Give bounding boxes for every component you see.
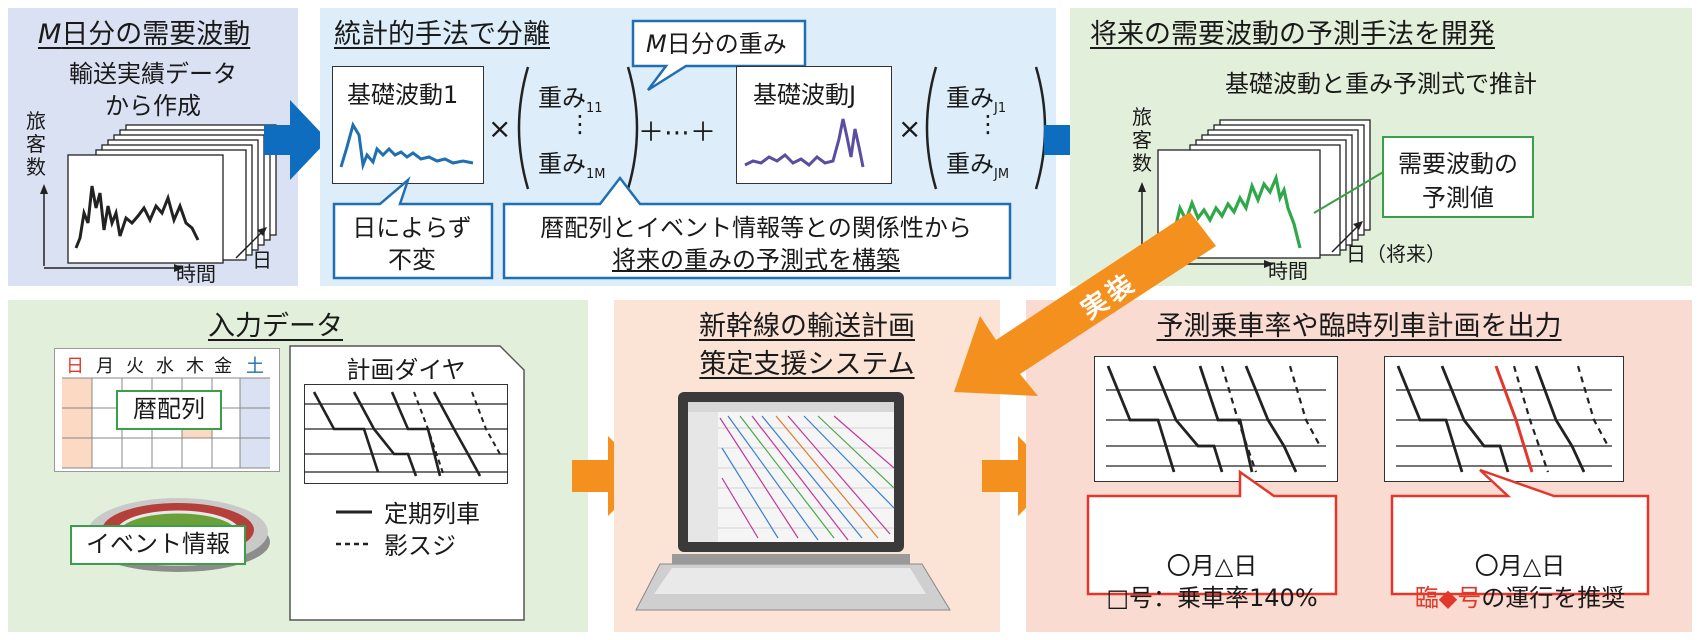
output-callout-2-shape: [1390, 468, 1650, 596]
panel3-stacked-graphs: [1138, 119, 1391, 268]
plus-ellipsis: ＋⋯＋: [638, 118, 717, 148]
panel6-title: 予測乗車率や臨時列車計画を出力: [1156, 311, 1562, 342]
recommended-train-label: 臨◆号: [1414, 584, 1482, 612]
panel2-title: 統計的手法で分離: [334, 19, 550, 50]
invariant-callout-shape: [332, 176, 494, 280]
panel-historical-demand: M日分の需要波動 輸送実績データ から作成 旅客数 時間 日: [8, 8, 298, 286]
forecast-callout-line-1: 需要波動の: [1398, 150, 1518, 178]
panel1-y-axis-label: 旅客数: [26, 109, 46, 179]
output-2-line-2: 臨◆号の運行を推奨: [1392, 578, 1648, 613]
calendar-day-mon: 月: [96, 356, 114, 377]
legend-regular-line: [336, 510, 372, 514]
basis-wave-j-curve: [744, 118, 865, 168]
legend-regular-label: 定期列車: [384, 500, 480, 528]
panel1-title: M日分の需要波動: [38, 12, 250, 51]
title-italic-m: M: [38, 19, 62, 50]
calendar-day-tue: 火: [126, 356, 144, 377]
basis-wave-1-curve: [339, 121, 474, 171]
panel5-title-line-2: 策定支援システム: [699, 349, 915, 380]
calendar-day-thu: 木: [186, 356, 204, 377]
panel-statistical-separation: 統計的手法で分離 M日分の重み 基礎波動1 × 重み11 ⋮ 重み1M ＋⋯＋ …: [320, 8, 1056, 286]
basis-wave-j-box: 基礎波動J: [736, 66, 892, 184]
output-2-line-1: 〇月△日: [1474, 552, 1566, 580]
panel1-subtitle-1: 輸送実績データ: [69, 60, 237, 88]
panel3-subtitle: 基礎波動と重み予測式で推計: [1225, 70, 1537, 98]
weight-callout-shape: [631, 19, 807, 92]
calendar-day-wed: 水: [156, 356, 174, 377]
output-diagram-2-lines: [1396, 365, 1612, 473]
panel-output: 予測乗車率や臨時列車計画を出力: [1026, 300, 1692, 632]
forecast-callout-line-2: 予測値: [1422, 184, 1494, 212]
panel-support-system: 新幹線の輸送計画 策定支援システム: [614, 300, 1000, 632]
forecast-callout: 需要波動の 予測値: [1382, 136, 1534, 218]
calendar-day-sun: 日: [66, 356, 84, 377]
weight-jm: 重みJM: [946, 150, 1010, 182]
invariant-line-1: 日によらず: [352, 214, 472, 242]
invariant-line-2: 不変: [388, 246, 436, 274]
timetable-title: 計画ダイヤ: [346, 356, 466, 384]
output-1-line-1: 〇月△日: [1166, 552, 1258, 580]
weight-11: 重み11: [538, 84, 603, 116]
arrow-right-orange-1: [572, 436, 648, 516]
panel1-depth-label: 日: [252, 248, 272, 272]
calendar-label: 暦配列: [116, 390, 222, 430]
basis-wave-1-box: 基礎波動1: [332, 66, 484, 184]
panel3-y-axis-label: 旅客数: [1132, 105, 1152, 175]
weight-j1: 重みJ1: [946, 84, 1007, 116]
basis-wave-1-label: 基礎波動1: [347, 81, 459, 109]
panel1-subtitle-2: から作成: [105, 92, 201, 120]
panel1-x-axis-label: 時間: [176, 262, 216, 286]
weight-1m: 重み1M: [538, 150, 606, 182]
timetable-lines: [304, 391, 508, 477]
arrow-right-orange-2: [982, 436, 1058, 516]
weight-vdots-1: ⋮: [568, 110, 592, 138]
panel4-title: 入力データ: [208, 311, 343, 342]
legend-shadow-label: 影スジ: [384, 532, 456, 560]
output-diagram-1-lines: [1106, 365, 1326, 473]
times-sign-j: ×: [898, 112, 922, 145]
title-rest: 日分の需要波動: [61, 19, 251, 50]
laptop-image: [635, 392, 951, 611]
calendar-day-fri: 金: [214, 356, 232, 377]
output-callout-1-shape: [1086, 469, 1338, 596]
relation-callout-shape: [502, 175, 1012, 280]
panel3-x-axis-label: 時間: [1268, 259, 1308, 283]
times-sign-1: ×: [488, 112, 512, 145]
recommended-text: の運行を推奨: [1481, 584, 1626, 612]
weight-callout-text: M日分の重み: [646, 30, 787, 58]
panel-input-data: 入力データ 日 月 火 水 木 金 土 暦配列 イベント情報: [8, 300, 588, 632]
basis-wave-j-label: 基礎波動J: [753, 81, 857, 109]
calendar-day-sat: 土: [246, 356, 264, 377]
panel5-title-line-1: 新幹線の輸送計画: [699, 311, 915, 342]
relation-line-2: 将来の重みの予測式を構築: [612, 246, 900, 274]
panel-forecast-method: 将来の需要波動の予測手法を開発 基礎波動と重み予測式で推計 旅客数 時間 日（将…: [1070, 8, 1692, 286]
output-1-line-2: □号：乗車率140%: [1106, 584, 1318, 612]
panel3-title: 将来の需要波動の予測手法を開発: [1090, 19, 1495, 50]
event-info-label: イベント情報: [70, 525, 246, 565]
weight-vdots-j: ⋮: [976, 110, 1000, 138]
weight-vector-1-parens: [517, 66, 639, 190]
panel3-depth-label: 日（将来）: [1346, 242, 1446, 266]
arrow-right-blue-1: [264, 100, 328, 180]
relation-line-1: 暦配列とイベント情報等との関係性から: [540, 214, 972, 242]
legend-shadow-line: [336, 542, 372, 546]
panel1-stacked-graphs: [40, 124, 277, 272]
